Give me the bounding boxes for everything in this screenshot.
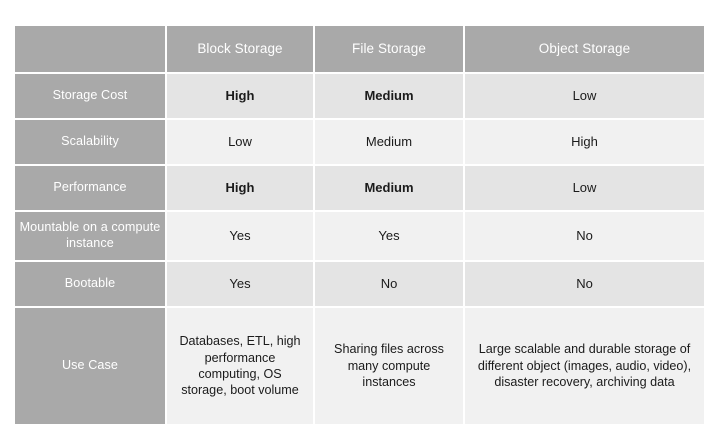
column-header-file-storage: File Storage <box>315 26 463 72</box>
cell-storage-cost-block: High <box>167 74 313 118</box>
header-corner-cell <box>15 26 165 72</box>
table-row: Use Case Databases, ETL, high performanc… <box>15 308 704 424</box>
cell-bootable-object: No <box>465 262 704 306</box>
table-row: Storage Cost High Medium Low <box>15 74 704 118</box>
table-row: Scalability Low Medium High <box>15 120 704 164</box>
table-row: Mountable on a compute instance Yes Yes … <box>15 212 704 260</box>
row-label-mountable-on-compute-instance: Mountable on a compute instance <box>15 212 165 260</box>
cell-scalability-file: Medium <box>315 120 463 164</box>
column-header-object-storage: Object Storage <box>465 26 704 72</box>
row-label-performance: Performance <box>15 166 165 210</box>
storage-comparison-table: Block Storage File Storage Object Storag… <box>13 24 706 426</box>
cell-performance-block: High <box>167 166 313 210</box>
row-label-use-case: Use Case <box>15 308 165 424</box>
cell-mountable-object: No <box>465 212 704 260</box>
cell-scalability-block: Low <box>167 120 313 164</box>
cell-bootable-block: Yes <box>167 262 313 306</box>
cell-mountable-block: Yes <box>167 212 313 260</box>
cell-use-case-file: Sharing files across many compute instan… <box>315 308 463 424</box>
cell-use-case-block: Databases, ETL, high performance computi… <box>167 308 313 424</box>
header-row: Block Storage File Storage Object Storag… <box>15 26 704 72</box>
cell-use-case-object: Large scalable and durable storage of di… <box>465 308 704 424</box>
cell-scalability-object: High <box>465 120 704 164</box>
column-header-block-storage: Block Storage <box>167 26 313 72</box>
cell-bootable-file: No <box>315 262 463 306</box>
table-header: Block Storage File Storage Object Storag… <box>15 26 704 72</box>
cell-storage-cost-object: Low <box>465 74 704 118</box>
row-label-scalability: Scalability <box>15 120 165 164</box>
table-row: Performance High Medium Low <box>15 166 704 210</box>
cell-storage-cost-file: Medium <box>315 74 463 118</box>
cell-performance-object: Low <box>465 166 704 210</box>
cell-mountable-file: Yes <box>315 212 463 260</box>
row-label-storage-cost: Storage Cost <box>15 74 165 118</box>
table-row: Bootable Yes No No <box>15 262 704 306</box>
cell-performance-file: Medium <box>315 166 463 210</box>
row-label-bootable: Bootable <box>15 262 165 306</box>
table-body: Storage Cost High Medium Low Scalability… <box>15 74 704 424</box>
